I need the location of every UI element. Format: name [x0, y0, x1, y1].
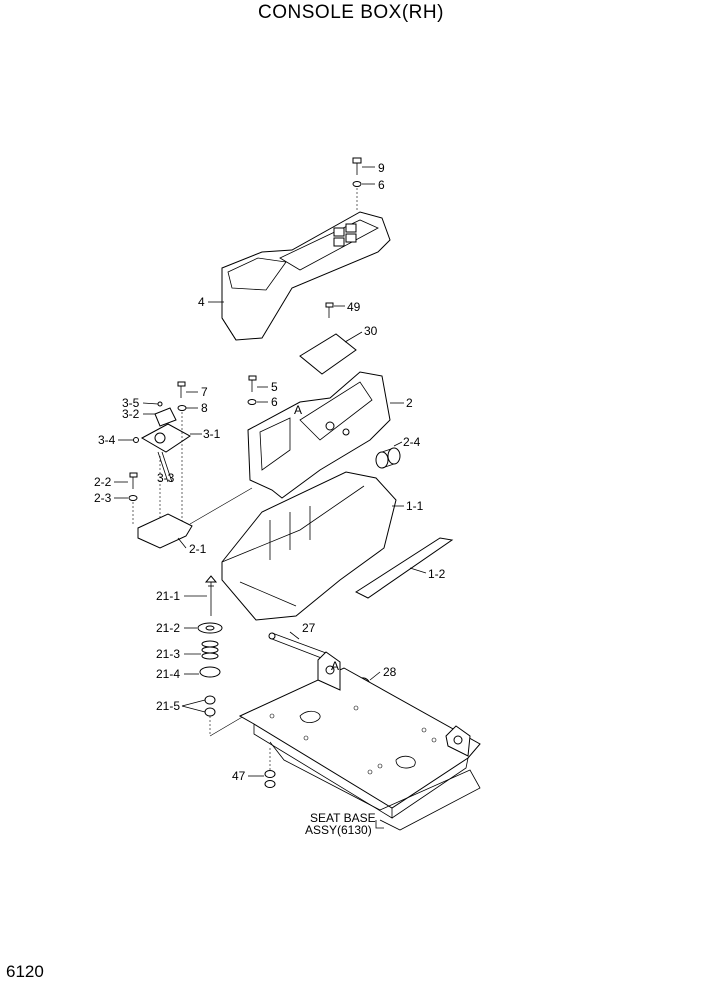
- part-2-3-washer: [128, 495, 138, 501]
- callout-1-2: 1-2: [428, 567, 446, 581]
- part-21-4-nut: [199, 666, 221, 678]
- part-6-washer-lower: [247, 399, 257, 405]
- callout-2-4: 2-4: [403, 435, 421, 449]
- part-2-bracket: [247, 371, 391, 499]
- part-4-console-cover: [221, 211, 391, 341]
- part-3-4-screw: [133, 437, 139, 443]
- callout-4: 4: [198, 295, 205, 309]
- part-3-1-bracket: [140, 423, 191, 453]
- callout-49: 49: [347, 300, 361, 314]
- part-9-bolt: [352, 157, 362, 175]
- part-21-5-nut-a: [204, 695, 216, 705]
- part-3-2-plate: [154, 407, 177, 427]
- part-7-bolt: [177, 381, 186, 398]
- part-47-nut-b: [264, 780, 276, 788]
- callout-28: 28: [383, 665, 397, 679]
- callout-6: 6: [378, 178, 385, 192]
- callout-3-2: 3-2: [122, 407, 140, 421]
- part-3-3-spring: [157, 451, 169, 483]
- callout-5: 5: [271, 380, 278, 394]
- part-5-bolt: [248, 375, 257, 392]
- part-21-3-spring: [201, 640, 219, 660]
- callout-8: 8: [201, 401, 208, 415]
- part-2-4-bushing: [375, 447, 401, 469]
- part-47-nut-a: [264, 770, 276, 778]
- part-21-5-nut-b: [204, 707, 216, 717]
- callout-3-3: 3-3: [157, 471, 175, 485]
- page-number: 6120: [6, 962, 44, 981]
- callout-9: 9: [378, 161, 385, 175]
- callout-21-3: 21-3: [156, 647, 180, 661]
- part-3-5-pin: [157, 401, 163, 407]
- callout-3-5: 3-5: [122, 396, 140, 410]
- seat-base-plate: [238, 651, 481, 831]
- callout-21-4: 21-4: [156, 667, 180, 681]
- part-21-1-bolt: [204, 575, 218, 616]
- part-6-washer: [352, 181, 362, 187]
- part-8-washer: [177, 405, 187, 411]
- callout-3-4: 3-4: [98, 433, 116, 447]
- part-2-1-bracket: [137, 513, 193, 549]
- part-30-plate: [299, 333, 357, 375]
- callout-1-1: 1-1: [406, 499, 424, 513]
- callout-2-1: 2-1: [189, 542, 207, 556]
- callout-21-1: 21-1: [156, 589, 180, 603]
- callout-47: 47: [232, 769, 246, 783]
- callout-2-2: 2-2: [94, 475, 112, 489]
- part-1-1-console-box: [221, 471, 397, 621]
- callout-7: 7: [201, 385, 208, 399]
- seat-base-note-line-2: ASSY(6130): [305, 823, 372, 837]
- callout-3-1: 3-1: [203, 427, 221, 441]
- callout-27: 27: [302, 621, 316, 635]
- part-1-2-trim-strip: [354, 537, 454, 599]
- callout-2: 2: [406, 396, 413, 410]
- callout-21-2: 21-2: [156, 621, 180, 635]
- part-49-bolt: [325, 302, 334, 318]
- callout-6-lower: 6: [271, 395, 278, 409]
- page-title: CONSOLE BOX(RH): [258, 2, 444, 23]
- seat-base-note-line-1: SEAT BASE: [310, 811, 376, 825]
- callout-30: 30: [364, 324, 378, 338]
- callout-21-5: 21-5: [156, 699, 180, 713]
- callout-A-upper: A: [294, 403, 302, 417]
- callout-A-lower: A: [331, 659, 339, 673]
- part-2-2-bolt: [129, 472, 138, 489]
- callout-2-3: 2-3: [94, 491, 112, 505]
- part-27-pin: [268, 632, 327, 660]
